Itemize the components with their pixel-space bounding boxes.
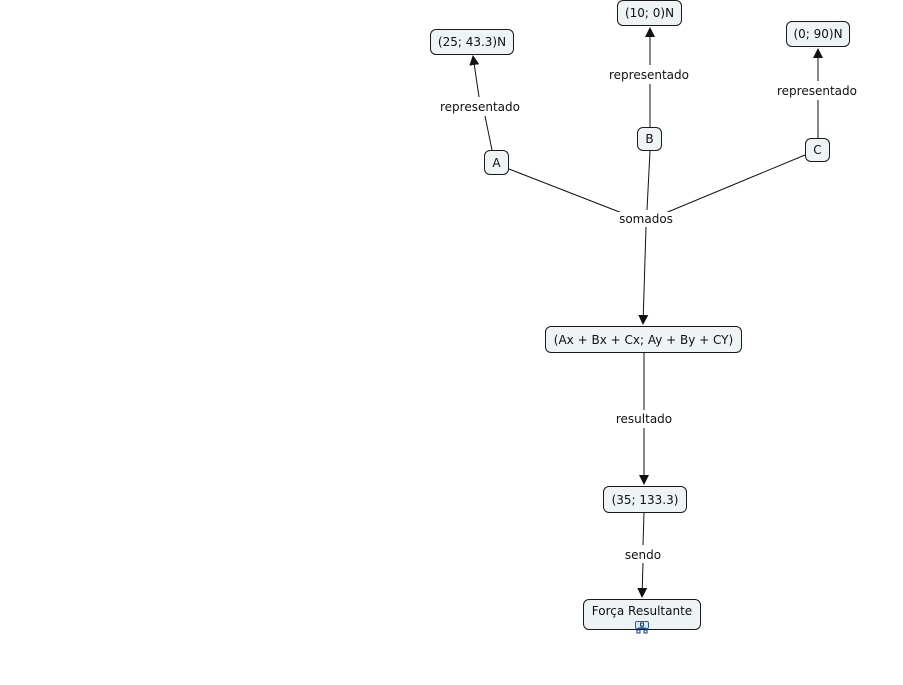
- concept-b[interactable]: B: [637, 127, 662, 151]
- link-label-result[interactable]: resultado: [614, 412, 674, 426]
- connector-c-to-summed: [662, 154, 806, 215]
- connector-being-label-to-force: [637, 562, 648, 598]
- connector-b-to-summed: [646, 150, 651, 211]
- submap-icon[interactable]: [635, 621, 649, 634]
- concept-resultant-force[interactable]: Força Resultante: [583, 599, 701, 634]
- link-label-a-represented[interactable]: representado: [439, 100, 521, 114]
- connector-a-to-label: [484, 115, 493, 151]
- connector-summed-to-formula: [638, 226, 649, 325]
- connector-a-to-summed: [508, 168, 623, 214]
- link-label-c-represented[interactable]: representado: [776, 84, 858, 98]
- concept-a-value[interactable]: (25; 43.3)N: [430, 29, 514, 55]
- link-label-b-represented[interactable]: representado: [608, 68, 690, 82]
- connector-value-to-being-label: [642, 512, 645, 546]
- concept-result-value[interactable]: (35; 133.3): [603, 486, 687, 513]
- concept-sum-formula[interactable]: (Ax + Bx + Cx; Ay + By + CY): [545, 326, 742, 353]
- resultant-force-label: Força Resultante: [591, 604, 693, 618]
- concept-c-value[interactable]: (0; 90)N: [786, 21, 850, 47]
- concept-a[interactable]: A: [484, 150, 509, 175]
- connector-label-to-a-value: [469, 55, 480, 98]
- concept-b-value[interactable]: (10; 0)N: [617, 0, 682, 26]
- concept-c[interactable]: C: [805, 138, 830, 162]
- link-label-summed[interactable]: somados: [618, 212, 674, 226]
- link-label-being[interactable]: sendo: [623, 548, 663, 562]
